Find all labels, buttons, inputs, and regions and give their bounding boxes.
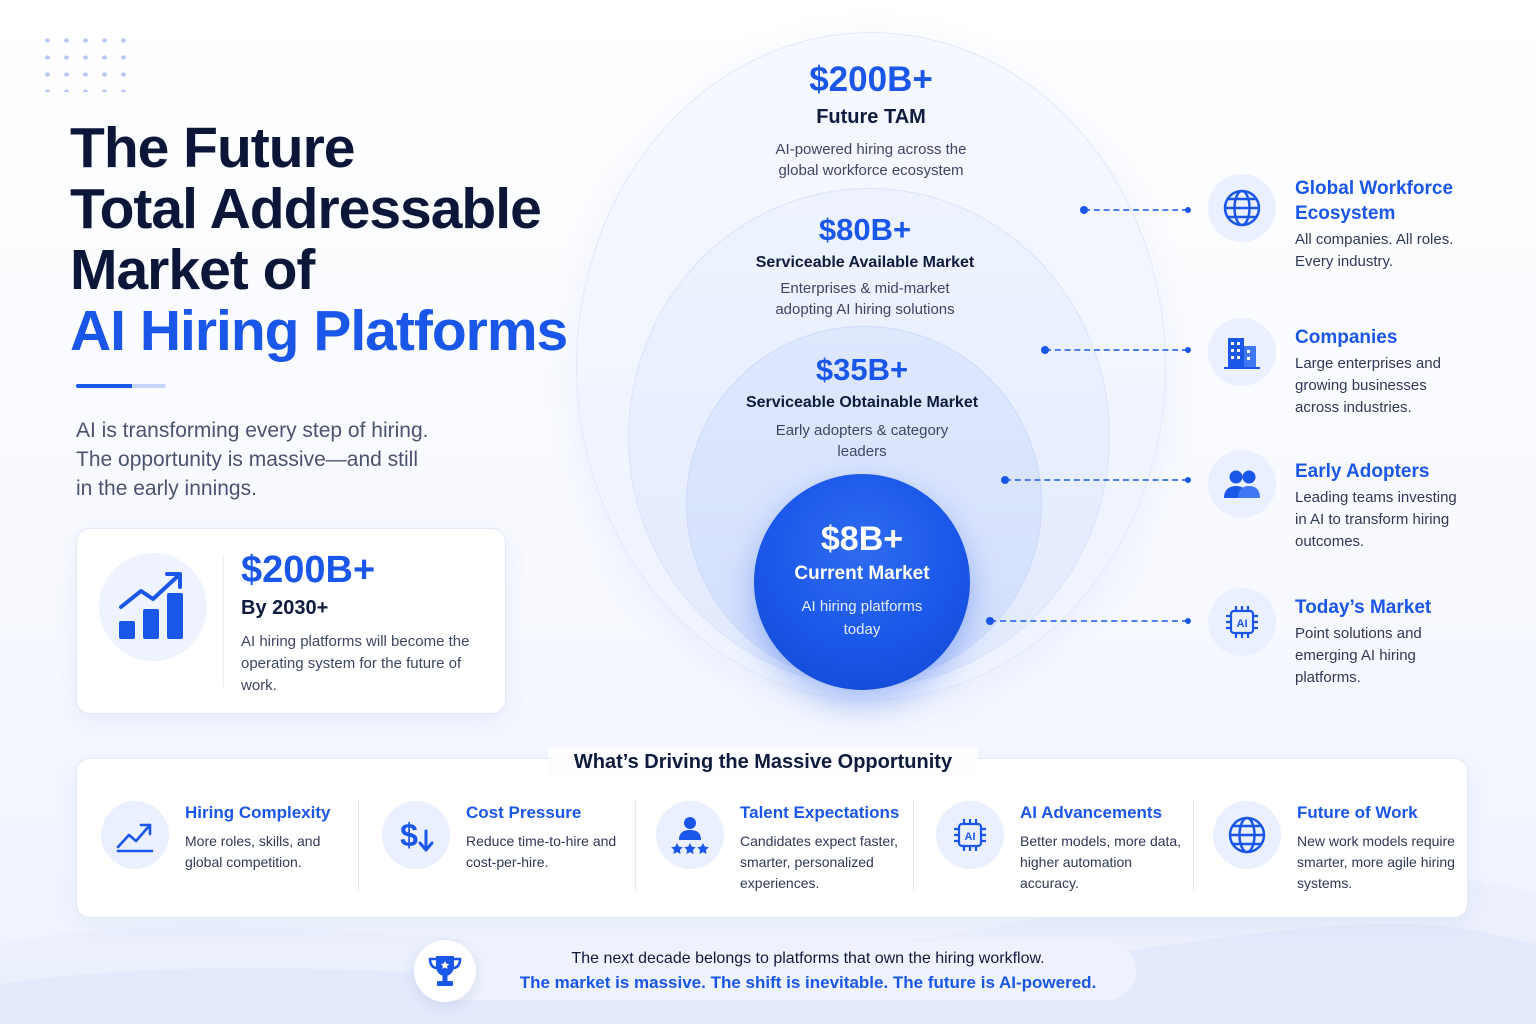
driver-future-of-work: Future of Work New work models require s… [1189, 799, 1467, 899]
buildings-icon [1208, 318, 1276, 386]
segment-desc-early-adopters: Leading teams investing in AI to transfo… [1295, 489, 1457, 550]
svg-text:$: $ [400, 817, 418, 853]
driver-title: Talent Expectations [740, 803, 900, 822]
footer-line-1: The next decade belongs to platforms tha… [571, 950, 1045, 967]
segment-title-today: Today’s Market [1295, 597, 1432, 618]
driver-hiring-complexity: Hiring Complexity More roles, skills, an… [77, 799, 355, 899]
drivers-heading: What’s Driving the Massive Opportunity [548, 747, 978, 777]
tam-label: Future TAM [816, 106, 926, 128]
driver-separator [635, 799, 636, 891]
dollar-down-icon: $ [382, 801, 450, 869]
driver-description: Better models, more data, higher automat… [1020, 833, 1182, 891]
trend-line-icon [101, 801, 169, 869]
connector-som [1001, 476, 1191, 484]
globe-icon [1213, 801, 1281, 869]
current-market-text: $8B+ Current Market AI hiring platforms … [754, 520, 970, 641]
segment-desc-global: All companies. All roles. Every industry… [1295, 231, 1454, 270]
driver-description: Reduce time-to-hire and cost-per-hire. [466, 833, 617, 870]
driver-separator [913, 799, 914, 891]
sam-desc-line-2: adopting AI hiring solutions [775, 301, 955, 318]
sam-label: Serviceable Available Market [755, 254, 975, 271]
som-description: Early adopters & category leaders [712, 420, 1012, 462]
title-line-2: Total Addressable [70, 177, 542, 241]
title-line-1: The Future [70, 116, 356, 180]
globe-icon [1208, 174, 1276, 242]
current-market-value: $8B+ [820, 520, 904, 558]
footer-banner: The next decade belongs to platforms tha… [414, 940, 1136, 1002]
segment-desc-companies: Large enterprises and growing businesses… [1295, 355, 1441, 416]
drivers-panel: Hiring Complexity More roles, skills, an… [76, 758, 1468, 918]
segment-title-global-line-1: Global Workforce [1295, 178, 1454, 199]
connector-tam [1080, 206, 1191, 214]
driver-title: Future of Work [1297, 803, 1418, 822]
intro-line-2: The opportunity is massive—and still [76, 448, 418, 471]
svg-text:AI: AI [1237, 618, 1248, 630]
current-desc-line-2: today [843, 621, 881, 638]
som-desc-line-2: leaders [837, 443, 887, 460]
intro-line-1: AI is transforming every step of hiring. [76, 419, 429, 442]
page-title: The Future Total Addressable Market of A… [70, 118, 590, 362]
sam-description: Enterprises & mid-market adopting AI hir… [715, 278, 1015, 320]
footer-line-2: The market is massive. The shift is inev… [519, 973, 1097, 992]
title-line-4: AI Hiring Platforms [70, 299, 568, 363]
connector-current [986, 617, 1191, 625]
som-value: $35B+ [815, 352, 909, 387]
connector-sam [1041, 346, 1191, 354]
current-market-description: AI hiring platforms today [754, 595, 970, 641]
som-desc-line-1: Early adopters & category [775, 422, 949, 439]
segment-title-global: Global Workforce Ecosystem [1295, 176, 1475, 226]
users-icon [1208, 450, 1276, 518]
svg-text:AI: AI [965, 831, 976, 843]
tam-text: $200B+ Future TAM AI-powered hiring acro… [721, 60, 1021, 181]
chart-growth-icon [99, 553, 207, 661]
ai-chip-icon: AI [936, 801, 1004, 869]
sam-desc-line-1: Enterprises & mid-market [780, 280, 950, 297]
current-market-label: Current Market [794, 563, 930, 584]
segment-title-early-adopters: Early Adopters [1295, 461, 1430, 482]
person-stars-icon [656, 801, 724, 869]
stat-card-divider [223, 557, 224, 687]
driver-ai-advancements: AI AI Advancements Better models, more d… [912, 799, 1190, 899]
decorative-dot-grid [38, 32, 128, 92]
driver-talent-expectations: Talent Expectations Candidates expect fa… [632, 799, 910, 899]
intro-line-3: in the early innings. [76, 477, 257, 500]
sam-text: $80B+ Serviceable Available Market Enter… [715, 212, 1015, 320]
trophy-icon [414, 940, 476, 1002]
circle-current-market [754, 474, 970, 690]
segment-desc-today: Point solutions and emerging AI hiring p… [1295, 625, 1422, 686]
driver-cost-pressure: $ Cost Pressure Reduce time-to-hire and … [358, 799, 636, 899]
ai-chip-icon: AI [1208, 588, 1276, 656]
driver-description: Candidates expect faster, smarter, perso… [740, 833, 898, 891]
sam-value: $80B+ [818, 212, 912, 247]
intro-text: AI is transforming every step of hiring.… [76, 416, 476, 503]
som-text: $35B+ Serviceable Obtainable Market Earl… [712, 352, 1012, 462]
som-label: Serviceable Obtainable Market [745, 394, 979, 411]
driver-separator [1193, 799, 1194, 891]
stat-subtitle: By 2030+ [241, 597, 329, 619]
stat-value: $200B+ [241, 549, 376, 591]
segment-title-global-line-2: Ecosystem [1295, 203, 1396, 224]
stat-description: AI hiring platforms will become the oper… [241, 633, 470, 694]
driver-title: AI Advancements [1020, 803, 1163, 822]
tam-value: $200B+ [809, 60, 933, 99]
driver-title: Cost Pressure [466, 803, 582, 822]
drivers-title: What’s Driving the Massive Opportunity [573, 751, 953, 773]
tam-description: AI-powered hiring across the global work… [721, 139, 1021, 181]
tam-desc-line-1: AI-powered hiring across the [775, 141, 967, 158]
driver-title: Hiring Complexity [185, 803, 331, 822]
driver-separator [358, 799, 359, 891]
title-underline [76, 384, 166, 388]
stat-card: $200B+ By 2030+ AI hiring platforms will… [76, 528, 506, 714]
tam-desc-line-2: global workforce ecosystem [778, 162, 964, 179]
driver-description: More roles, skills, and global competiti… [185, 833, 321, 870]
title-line-3: Market of [70, 238, 315, 302]
current-desc-line-1: AI hiring platforms [801, 598, 923, 615]
segment-title-companies: Companies [1295, 327, 1398, 348]
driver-description: New work models require smarter, more ag… [1297, 833, 1455, 891]
